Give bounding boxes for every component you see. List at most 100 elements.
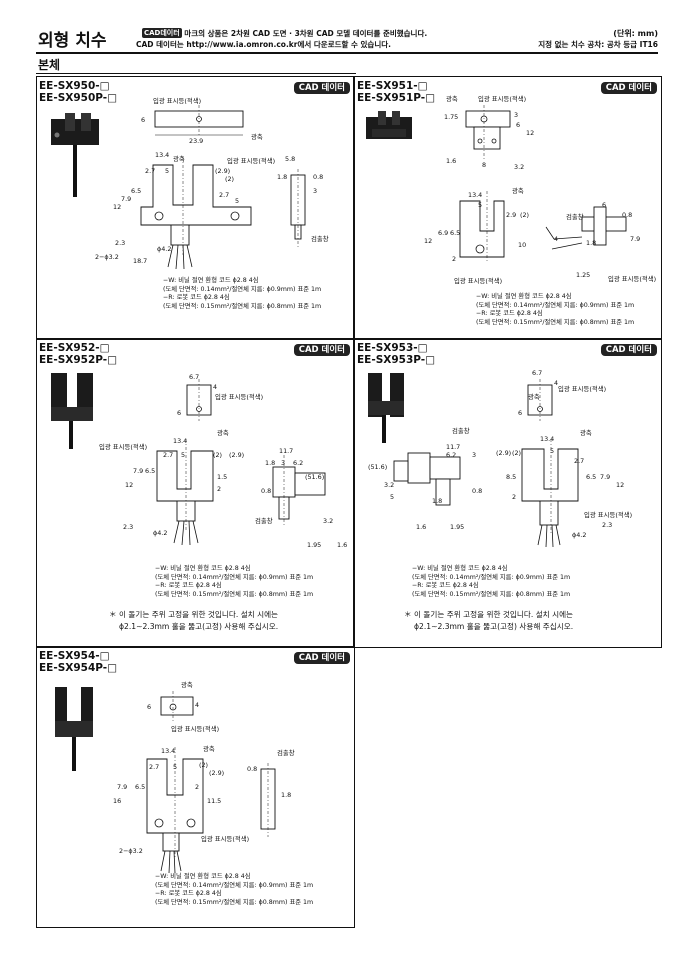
dim-label: 6.5 — [145, 467, 155, 475]
cad-note-line1: CAD데이터 마크의 상품은 2차원 CAD 도면 · 3차원 CAD 모델 데… — [142, 28, 427, 39]
dim-label: 13.4 — [173, 437, 187, 445]
dim-label: 6 — [602, 201, 606, 209]
legend-line: (도체 단면적: 0.15mm²/절연체 지름: ϕ0.8mm) 표준 1m — [155, 590, 314, 598]
dim-label: 5 — [173, 763, 177, 771]
model-name-line1: EE-SX952-□ — [39, 342, 110, 354]
dim-label: 12 — [526, 129, 534, 137]
legend-line: −W: 비닐 절연 환형 코드 ϕ2.8 4심 — [476, 293, 572, 300]
legend-line: −W: 비닐 절연 환형 코드 ϕ2.8 4심 — [412, 565, 508, 572]
legend-line: −R: 로봇 코드 ϕ2.8 4심 — [476, 310, 543, 317]
indicator-label: 입광 표시등(적색) — [454, 276, 502, 285]
cable-legend: −W: 비닐 절연 환형 코드 ϕ2.8 4심 (도체 단면적: 0.14mm²… — [155, 565, 313, 599]
dim-label: 7.9 — [117, 783, 127, 791]
product-photo — [368, 373, 404, 443]
indicator-label: 입광 표시등(적색) — [153, 96, 201, 105]
sensing-window-label: 검출창 — [255, 516, 273, 525]
diameter-label: ϕ4.2 — [572, 531, 586, 539]
dim-label: 6.2 — [293, 459, 303, 467]
dim-label: 5 — [181, 451, 185, 459]
optical-axis-label: 광축 — [217, 428, 229, 437]
dim-label: 2 — [452, 255, 456, 263]
dim-label: 6 — [518, 409, 522, 417]
optical-axis-label: 광축 — [446, 94, 458, 103]
indicator-label: 입광 표시등(적색) — [171, 724, 219, 733]
dim-label: 6 — [141, 116, 145, 124]
sensing-window-label: 검출창 — [452, 426, 470, 435]
legend-line: (도체 단면적: 0.14mm²/절연체 지름: ϕ0.9mm) 표준 1m — [412, 573, 571, 581]
hole-label: 2−ϕ3.2 — [119, 847, 143, 855]
legend-line: −W: 비닐 절연 환형 코드 ϕ2.8 4심 — [155, 565, 251, 572]
dim-label: 5.8 — [285, 155, 295, 163]
dim-label: 1.75 — [444, 113, 458, 121]
dim-label: 7.9 — [121, 195, 131, 203]
dim-label: 8.5 — [506, 473, 516, 481]
dim-label: 2.7 — [145, 167, 155, 175]
drawing-ee-sx952: 6.7 4 6 입광 표시등(적색) 입광 표시등(적색) 광축 13.4 2.… — [51, 373, 347, 549]
cable-legend: −W: 비닐 절연 환형 코드 ϕ2.8 4심 (도체 단면적: 0.14mm²… — [476, 293, 634, 327]
cad-data-label: CAD 데이터 — [293, 344, 350, 356]
indicator-label: 입광 표시등(적색) — [227, 156, 275, 165]
footnote-line: ϕ2.1∼2.3mm 홀을 뚫고(고정) 사용해 주십시오. — [119, 622, 279, 631]
dim-label: 3 — [472, 451, 476, 459]
drawing-ee-sx954: 광축 6 4 입광 표시등(적색) 광축 13.4 2.7 (2) (2.9) … — [55, 680, 295, 874]
dim-label: 8 — [482, 161, 486, 169]
dim-label: 0.8 — [261, 487, 271, 495]
dim-label: 6 — [147, 703, 151, 711]
dim-label: (2) — [213, 451, 222, 459]
model-name-line1: EE-SX951-□ — [357, 80, 428, 92]
optical-axis-label: 광축 — [528, 392, 540, 401]
dim-label: 1.8 — [281, 791, 291, 799]
dim-label: 1.8 — [277, 173, 287, 181]
section-title: 본체 — [38, 58, 61, 72]
mounting-footnote: ＊ 이 돌기는 주위 고정을 위한 것입니다. 설치 시에는 ϕ2.1∼2.3m… — [404, 609, 573, 633]
dim-label: 7.9 — [600, 473, 610, 481]
dim-label: 5 — [165, 167, 169, 175]
dim-label: 4 — [554, 235, 558, 243]
dim-label: (51.6) — [305, 473, 324, 481]
dim-label: 2.3 — [602, 521, 612, 529]
mounting-footnote: ＊ 이 돌기는 주위 고정을 위한 것입니다. 설치 시에는 ϕ2.1∼2.3m… — [109, 609, 278, 633]
dim-label: 13.4 — [468, 191, 482, 199]
dim-label: 0.8 — [622, 211, 632, 219]
dim-label: 0.8 — [472, 487, 482, 495]
optical-axis-label: 광축 — [580, 428, 592, 437]
dim-label: 4 — [195, 701, 199, 709]
legend-line: −W: 비닐 절연 환형 코드 ϕ2.8 4심 — [163, 277, 259, 284]
dim-label: 1.8 — [586, 239, 596, 247]
dim-label: 1.25 — [576, 271, 590, 279]
model-name-line1: EE-SX954-□ — [39, 650, 110, 662]
dim-label: 10 — [518, 241, 526, 249]
dim-label: 3.2 — [514, 163, 524, 171]
panel-ee-sx952: EE-SX952-□ EE-SX952P-□ CAD 데이터 6.7 4 6 입… — [36, 338, 355, 648]
dim-label: 2.7 — [219, 191, 229, 199]
dim-label: (2) — [199, 761, 208, 769]
dim-label: 1.8 — [265, 459, 275, 467]
dim-label: 6.5 — [131, 187, 141, 195]
indicator-label: 입광 표시등(적색) — [608, 274, 656, 283]
footnote-line: ＊ 이 돌기는 주위 고정을 위한 것입니다. 설치 시에는 — [404, 610, 574, 619]
panel-ee-sx953: EE-SX953-□ EE-SX953P-□ CAD 데이터 6.7 4 6 입… — [353, 338, 662, 648]
dim-label: 6.5 — [135, 783, 145, 791]
cable-legend: −W: 비닐 절연 환형 코드 ϕ2.8 4심 (도체 단면적: 0.14mm²… — [155, 873, 313, 907]
dim-label: (2.9) — [209, 769, 224, 777]
unit-note: (단위: mm) — [613, 29, 658, 38]
dim-label: 13.4 — [161, 747, 175, 755]
cad-data-label: CAD 데이터 — [293, 652, 350, 664]
model-name-line2: EE-SX952P-□ — [39, 354, 118, 366]
sensing-window-label: 검출창 — [277, 748, 295, 757]
cad-data-badge: CAD데이터 — [142, 28, 182, 38]
indicator-label: 입광 표시등(적색) — [201, 834, 249, 843]
footnote-line: ϕ2.1∼2.3mm 홀을 뚫고(고정) 사용해 주십시오. — [414, 622, 574, 631]
legend-line: −R: 로봇 코드 ϕ2.8 4심 — [155, 890, 222, 897]
dim-label: (2.9) — [229, 451, 244, 459]
page-title: 외형 치수 — [38, 31, 107, 51]
page-header: 외형 치수 CAD데이터 마크의 상품은 2차원 CAD 도면 · 3차원 CA… — [0, 0, 694, 54]
sensing-window-label: 검출창 — [566, 212, 584, 221]
dim-label: 3 — [313, 187, 317, 195]
dim-label: 1.6 — [416, 523, 426, 531]
legend-line: −R: 로봇 코드 ϕ2.8 4심 — [155, 582, 222, 589]
cad-data-label: CAD 데이터 — [600, 82, 657, 94]
cad-note-text: 마크의 상품은 2차원 CAD 도면 · 3차원 CAD 모델 데이터를 준비했… — [181, 29, 428, 38]
dim-label: 12 — [616, 481, 624, 489]
dim-label: 6 — [516, 121, 520, 129]
